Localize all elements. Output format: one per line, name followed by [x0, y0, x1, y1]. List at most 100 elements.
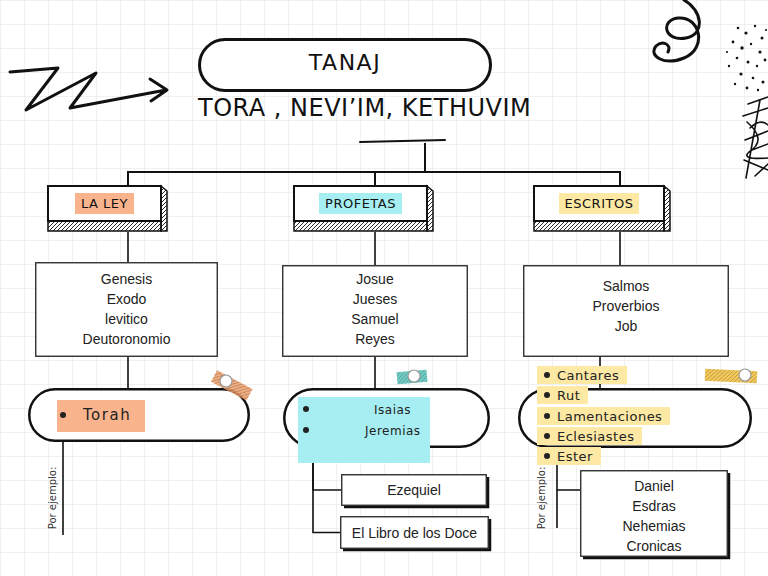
- category-tab: ESCRITOS: [533, 185, 671, 232]
- bullet-dot: [544, 372, 550, 378]
- text-column: SalmosProverbiosJob: [523, 276, 729, 336]
- bullet-dot: [60, 412, 66, 418]
- text-column: JosueJuesesSamuelReyes: [282, 269, 468, 349]
- tab-label-area: LA LEY: [48, 186, 161, 221]
- connector-line: [425, 143, 620, 185]
- example-oval: Torah: [28, 388, 250, 442]
- tab-face: [48, 186, 161, 221]
- tab-face: [294, 186, 427, 221]
- book-name: Nehemias: [622, 516, 685, 536]
- bullet-dot: [544, 413, 550, 419]
- book-name: Cantares: [557, 368, 619, 383]
- tab-label-area: PROFETAS: [294, 186, 427, 221]
- book-name: Lamentaciones: [557, 409, 662, 424]
- book-name: Jueses: [353, 289, 397, 309]
- tab-face: [534, 186, 664, 221]
- dot-spray: [726, 25, 767, 91]
- book-name: Cronicas: [626, 536, 681, 556]
- title-underline: [360, 140, 445, 142]
- list-row: Eclesiastes: [537, 427, 642, 445]
- category-label: ESCRITOS: [559, 193, 640, 214]
- book-name: Ezequiel: [387, 480, 441, 500]
- tab-depth: [294, 221, 427, 231]
- scribble: [743, 97, 768, 178]
- book-box: Ezequiel: [341, 474, 487, 506]
- list-row: Lamentaciones: [537, 407, 670, 425]
- book-name: Deutoronomio: [83, 329, 171, 349]
- book-list-box: JosueJuesesSamuelReyes: [282, 265, 468, 357]
- text-column: DanielEsdrasNehemiasCronicas: [580, 476, 728, 556]
- category-tab: LA LEY: [47, 185, 168, 232]
- bullet-dot: [544, 433, 550, 439]
- book-box: El Libro de los Doce: [340, 516, 489, 549]
- book-name: Eclesiastes: [557, 429, 634, 444]
- note-label: Por ejemplo:: [47, 467, 58, 530]
- tab-label-area: ESCRITOS: [534, 186, 664, 221]
- connector-line: [127, 357, 129, 388]
- box-outline: [342, 475, 487, 506]
- book-name: Proverbios: [593, 296, 660, 316]
- category-label: LA LEY: [75, 193, 134, 214]
- tape: [397, 370, 428, 385]
- connector-line: [375, 143, 425, 185]
- title-text: TANAJ: [198, 50, 492, 75]
- list-row: Torah: [60, 406, 131, 424]
- text-column: GenesisExodoleviticoDeutoronomio: [35, 269, 218, 349]
- book-name: El Libro de los Doce: [352, 523, 477, 543]
- tape: [705, 369, 758, 384]
- title-box: TANAJ TORA , NEVI’IM, KETHUVIM: [198, 38, 588, 143]
- book-name: Job: [615, 316, 638, 336]
- leader-line: [62, 442, 64, 535]
- book-name: Samuel: [351, 309, 398, 329]
- book-list-box: GenesisExodoleviticoDeutoronomio: [35, 262, 218, 357]
- text-column: Ezequiel: [341, 480, 487, 500]
- box-outline: [581, 471, 728, 557]
- connector-line: [619, 232, 621, 265]
- connector-line: [374, 232, 376, 265]
- book-name: Exodo: [107, 289, 147, 309]
- list-row: Rut: [537, 386, 588, 404]
- list-row: Cantares: [537, 366, 627, 384]
- example-oval: CantaresRutLamentacionesEclesiastesEster: [518, 388, 752, 448]
- book-name: Jeremias: [365, 424, 421, 438]
- book-name: Isaias: [374, 403, 411, 417]
- book-list-box: SalmosProverbiosJob: [523, 265, 729, 357]
- book-name: Ester: [557, 449, 593, 464]
- book-name: Daniel: [634, 476, 674, 496]
- box-outline: [341, 517, 489, 549]
- book-name: Genesis: [101, 269, 152, 289]
- note-label: Por ejemplo:: [536, 467, 547, 530]
- book-name: Salmos: [603, 276, 650, 296]
- box-outline: [524, 266, 729, 357]
- connector-line: [374, 357, 376, 388]
- book-name: Rut: [557, 388, 580, 403]
- tab-depth: [48, 221, 161, 231]
- bullet-dot: [544, 453, 550, 459]
- book-name: Josue: [356, 269, 393, 289]
- oval-outline: [29, 389, 249, 441]
- category-label: PROFETAS: [319, 193, 402, 214]
- list-row: Jeremias: [303, 421, 421, 439]
- category-tab: PROFETAS: [293, 185, 434, 232]
- book-name: Reyes: [355, 329, 395, 349]
- subtitle-text: TORA , NEVI’IM, KETHUVIM: [198, 94, 531, 122]
- book-box: DanielEsdrasNehemiasCronicas: [580, 470, 728, 557]
- book-name: Torah: [83, 406, 131, 424]
- list-row: Isaias: [303, 400, 411, 418]
- box-outline: [283, 266, 468, 357]
- book-name: Esdras: [632, 496, 676, 516]
- bullet-dot: [303, 406, 309, 412]
- connector-line: [127, 232, 129, 262]
- title-outline: [198, 38, 588, 143]
- leader-line: [556, 490, 558, 528]
- bullet-dot: [544, 392, 550, 398]
- book-name: levitico: [105, 309, 148, 329]
- bullet-dot: [303, 427, 309, 433]
- text-column: El Libro de los Doce: [340, 523, 489, 543]
- example-oval: IsaiasJeremias: [283, 388, 490, 448]
- tab-depth: [534, 221, 664, 231]
- list-row: Ester: [537, 447, 601, 465]
- connector-line: [128, 143, 425, 185]
